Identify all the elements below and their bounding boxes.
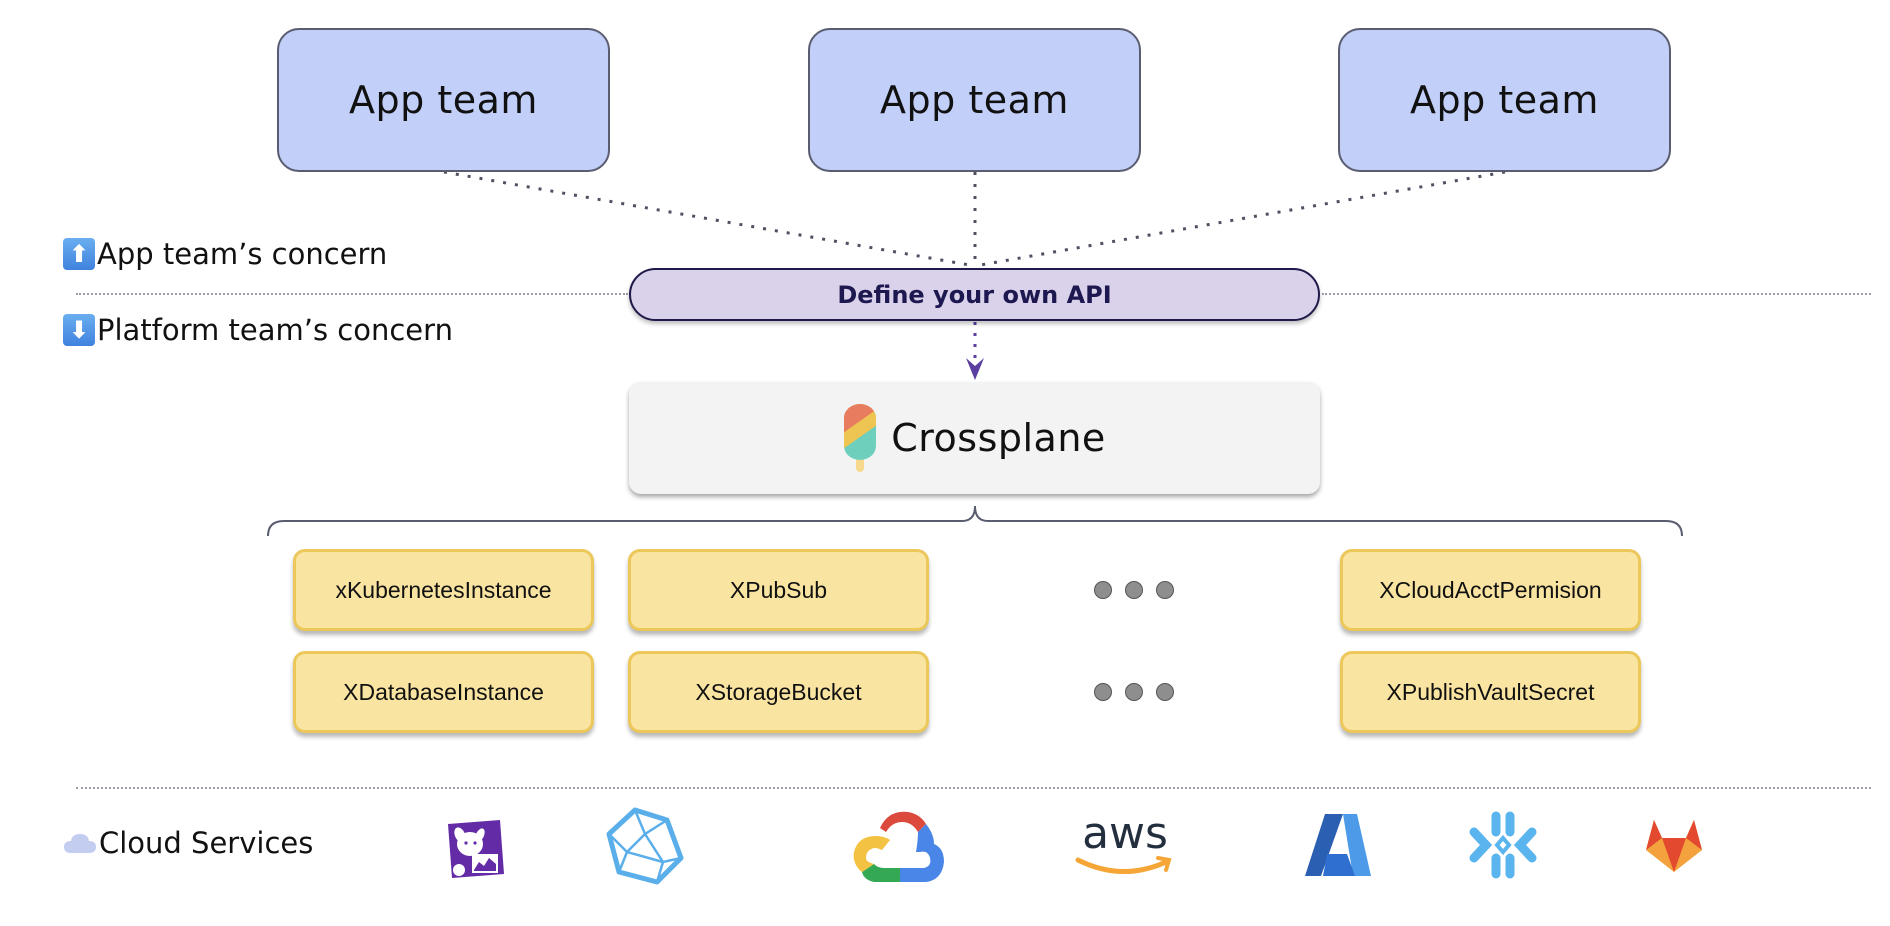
gitlab-logo-icon[interactable] — [1644, 816, 1704, 874]
dot — [1094, 581, 1112, 599]
platform-team-concern-text: Platform team’s concern — [97, 313, 453, 347]
app-team-concern-text: App team’s concern — [97, 237, 388, 271]
dot — [1125, 581, 1143, 599]
app-team-concern-label: ⬆ App team’s concern — [63, 237, 387, 271]
down-arrow-icon: ⬇ — [63, 314, 95, 346]
cloud-services-label: Cloud Services — [63, 826, 313, 860]
datadog-logo-icon[interactable] — [444, 818, 506, 880]
dot — [1125, 683, 1143, 701]
cloud-icon — [64, 834, 96, 853]
define-api-label: Define your own API — [837, 280, 1112, 309]
google-cloud-logo-icon[interactable] — [850, 806, 946, 886]
resource-brace — [267, 505, 1683, 537]
connector-app-team-3 — [974, 170, 1506, 268]
composite-resource-box[interactable]: XCloudAcctPermision — [1340, 549, 1641, 631]
app-team-box[interactable]: App team — [1338, 28, 1671, 172]
composite-resource-label: XCloudAcctPermision — [1379, 576, 1602, 603]
arrowhead-icon — [966, 358, 984, 380]
azure-logo-icon[interactable] — [1303, 812, 1373, 878]
composite-resource-box[interactable]: XPubSub — [628, 549, 929, 631]
composite-resource-label: XPublishVaultSecret — [1386, 678, 1595, 705]
composite-resource-label: XPubSub — [729, 576, 828, 603]
dot — [1156, 581, 1174, 599]
cloud-services-text: Cloud Services — [99, 826, 314, 860]
aws-wordmark: aws — [1082, 810, 1168, 859]
composite-resource-label: XStorageBucket — [695, 678, 862, 705]
composite-resource-box[interactable]: XPublishVaultSecret — [1340, 651, 1641, 733]
app-team-box[interactable]: App team — [277, 28, 610, 172]
concern-divider-right — [1322, 293, 1871, 295]
ellipsis-icon — [1094, 581, 1174, 599]
composite-resource-box[interactable]: XDatabaseInstance — [293, 651, 594, 733]
app-team-box[interactable]: App team — [808, 28, 1141, 172]
ellipsis-icon — [1094, 683, 1174, 701]
app-team-label: App team — [349, 78, 538, 122]
cloud-divider — [76, 787, 1871, 789]
polyhedron-logo-icon[interactable] — [605, 806, 687, 886]
popsicle-logo-icon — [844, 404, 877, 472]
snowflake-logo-icon[interactable] — [1468, 810, 1538, 880]
app-team-label: App team — [1410, 78, 1599, 122]
up-arrow-icon: ⬆ — [63, 238, 95, 270]
composite-resource-label: xKubernetesInstance — [335, 576, 552, 603]
crossplane-box[interactable]: Crossplane — [629, 382, 1320, 494]
dot — [1156, 683, 1174, 701]
composite-resource-label: XDatabaseInstance — [343, 678, 544, 705]
crossplane-label: Crossplane — [891, 416, 1106, 460]
aws-logo-icon[interactable]: aws — [1072, 810, 1178, 882]
composite-resource-box[interactable]: xKubernetesInstance — [293, 549, 594, 631]
concern-divider-left — [76, 293, 628, 295]
app-team-label: App team — [880, 78, 1069, 122]
connector-app-team-1 — [443, 170, 976, 268]
define-api-box[interactable]: Define your own API — [629, 268, 1320, 321]
composite-resource-box[interactable]: XStorageBucket — [628, 651, 929, 733]
platform-team-concern-label: ⬇ Platform team’s concern — [63, 313, 453, 347]
dot — [1094, 683, 1112, 701]
